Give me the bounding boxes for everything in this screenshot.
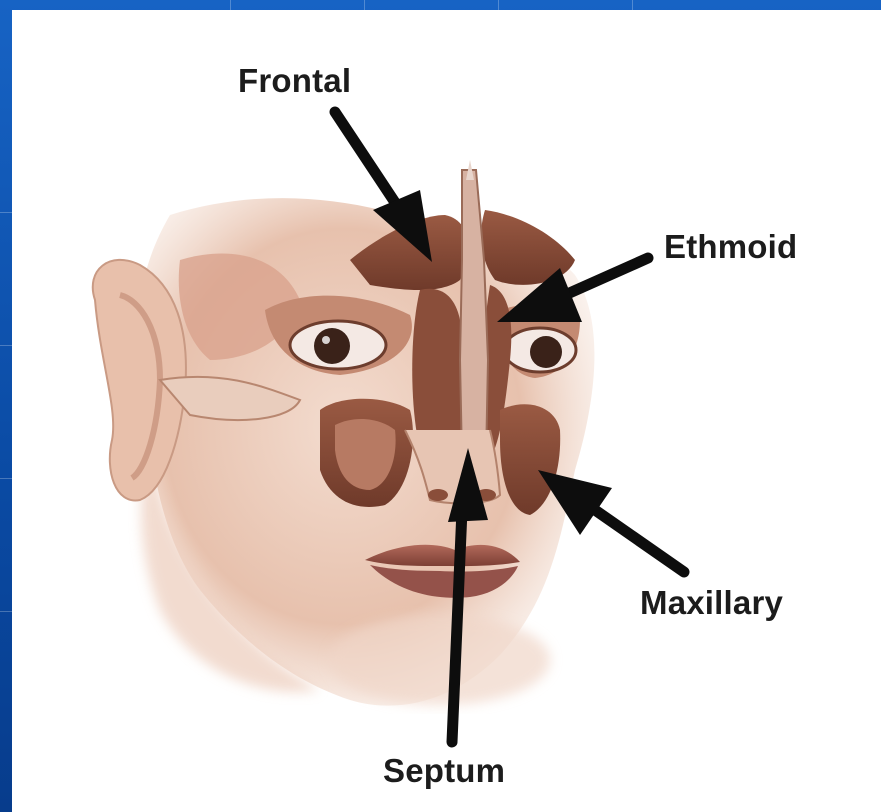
frontal-label: Frontal (238, 62, 351, 100)
chin-shading (330, 615, 550, 705)
ethmoid-label: Ethmoid (664, 228, 797, 266)
septum-label: Septum (383, 752, 505, 790)
right-iris (530, 336, 562, 368)
maxillary-label: Maxillary (640, 584, 783, 622)
left-iris (314, 328, 350, 364)
left-pupil-highlight (322, 336, 330, 344)
nostril-left (428, 489, 448, 501)
